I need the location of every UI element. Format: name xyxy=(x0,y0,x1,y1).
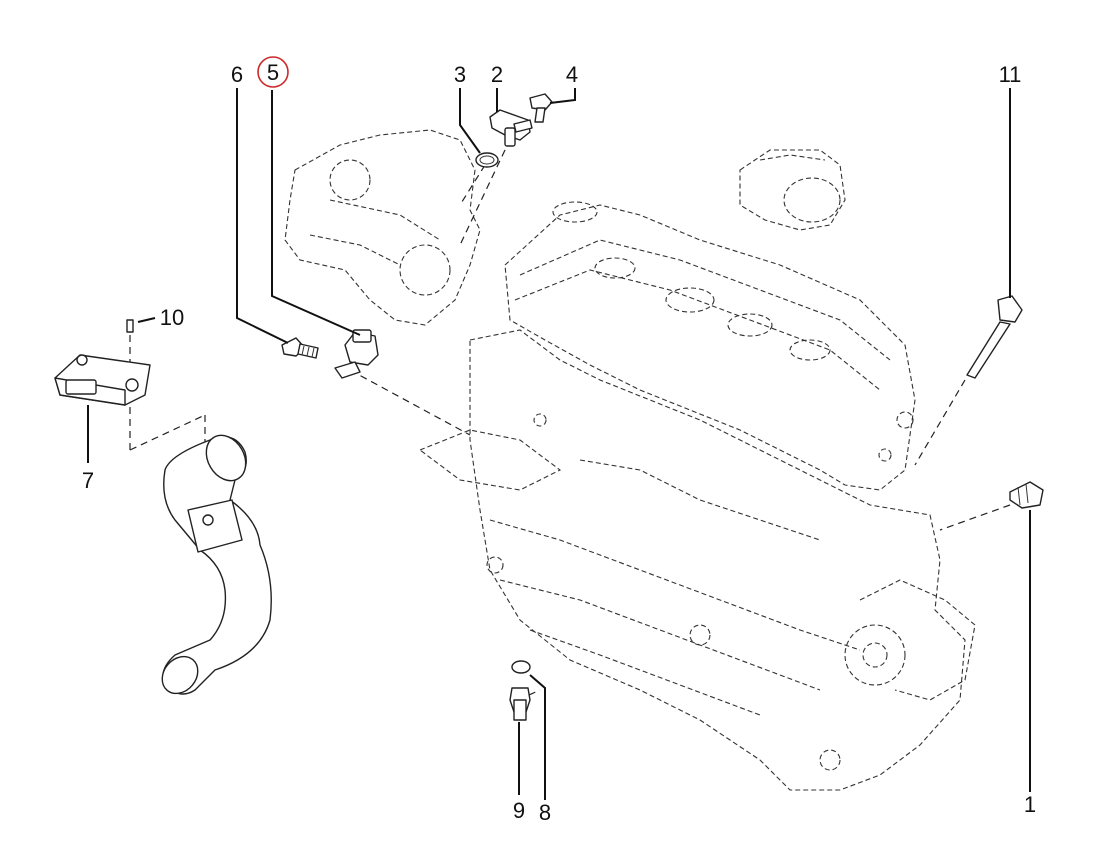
part-11-sensor-rod[interactable] xyxy=(966,295,1023,379)
part-3-o-ring[interactable] xyxy=(475,152,499,168)
part-10-bolt[interactable] xyxy=(126,319,134,333)
part-8-clip[interactable] xyxy=(511,660,531,674)
callout-4[interactable]: 4 xyxy=(566,62,578,87)
callout-3[interactable]: 3 xyxy=(454,62,466,87)
callout-9[interactable]: 9 xyxy=(513,798,525,823)
callout-labels: 6 5 3 2 4 11 10 7 9 8 1 xyxy=(82,56,1036,825)
callout-7[interactable]: 7 xyxy=(82,468,94,493)
callout-11[interactable]: 11 xyxy=(999,62,1022,87)
callout-10[interactable]: 10 xyxy=(160,305,184,330)
callout-6[interactable]: 6 xyxy=(231,62,243,87)
part-1-temperature-sensor[interactable] xyxy=(1009,481,1044,509)
air-flow-meter xyxy=(739,149,846,231)
callout-1[interactable]: 1 xyxy=(1024,792,1036,817)
gearbox-housing xyxy=(284,129,481,326)
part-6-bolt[interactable] xyxy=(281,337,319,359)
leader-lines xyxy=(87,88,1031,800)
callout-5[interactable]: 5 xyxy=(267,60,279,85)
part-9-sensor[interactable] xyxy=(509,687,531,721)
callout-8[interactable]: 8 xyxy=(539,800,551,825)
callout-2[interactable]: 2 xyxy=(491,62,503,87)
part-7-module[interactable] xyxy=(54,354,151,406)
callout-5-highlight-circle xyxy=(257,56,289,88)
engine-block xyxy=(418,201,976,791)
part-4-bolt[interactable] xyxy=(529,93,553,123)
intake-hose xyxy=(161,434,272,695)
part-5-crankshaft-sensor[interactable] xyxy=(334,329,379,379)
part-2-camshaft-sensor[interactable] xyxy=(489,109,533,147)
